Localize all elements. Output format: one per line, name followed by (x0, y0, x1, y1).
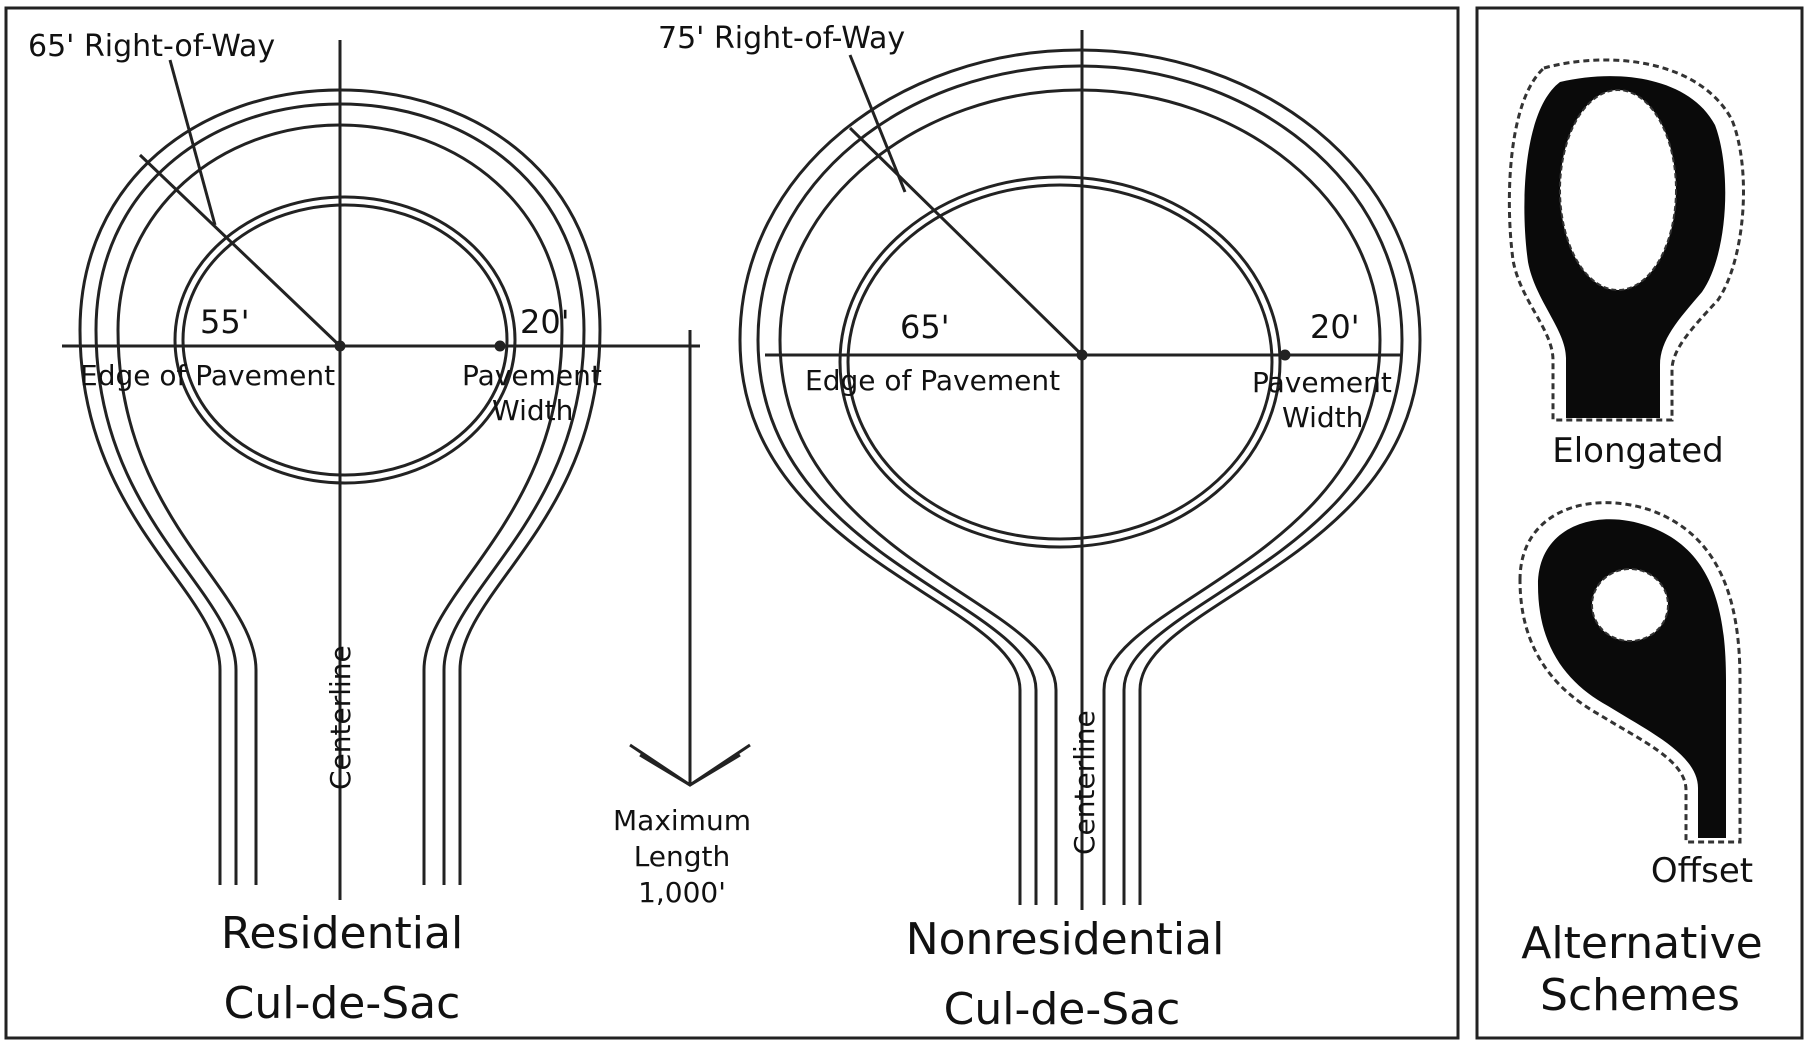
alternatives-title-2: Schemes (1540, 970, 1740, 1021)
offset-label: Offset (1651, 851, 1753, 891)
nonresidential-pavement-label-2: Width (1282, 401, 1363, 434)
residential-radius-label: 55' (200, 303, 250, 341)
nonresidential-radius-label: 65' (900, 308, 950, 346)
nonresidential-title-1: Nonresidential (906, 914, 1225, 965)
offset-scheme-shape (1518, 501, 1742, 844)
max-length-line-2: Length (634, 840, 731, 873)
nonresidential-cul-de-sac (738, 30, 1422, 910)
residential-width-label: 20' (520, 303, 570, 341)
nonresidential-edge-label: Edge of Pavement (805, 364, 1060, 397)
nonresidential-edge-of-pavement-outer (778, 88, 1382, 905)
main-panel-frame (4, 6, 1460, 1040)
elongated-scheme-shape (1507, 58, 1745, 422)
nonresidential-width-label: 20' (1310, 308, 1360, 346)
nonresidential-island (838, 175, 1282, 549)
residential-pavement-label-2: Width (492, 394, 573, 427)
nonresidential-pavement-label-1: Pavement (1252, 366, 1392, 399)
nonresidential-right-of-way-outer (738, 48, 1422, 905)
residential-centerline-label: Centerline (324, 645, 357, 790)
residential-title-1: Residential (221, 908, 463, 959)
nonresidential-row-label: 75' Right-of-Way (658, 21, 905, 56)
nonresidential-row-leader (848, 54, 907, 193)
max-length-arrow (629, 330, 751, 787)
max-length-line-3: 1,000' (638, 876, 726, 909)
residential-cul-de-sac (62, 40, 700, 900)
nonresidential-title-2: Cul-de-Sac (944, 984, 1181, 1035)
residential-pavement-label-1: Pavement (462, 359, 602, 392)
max-length-line-1: Maximum (613, 804, 751, 837)
alternatives-title-1: Alternative (1521, 918, 1762, 969)
residential-row-leader (168, 59, 217, 226)
residential-row-label: 65' Right-of-Way (28, 29, 275, 64)
elongated-label: Elongated (1552, 431, 1724, 471)
nonresidential-centerline-label: Centerline (1068, 710, 1101, 855)
alternatives-panel-frame (1475, 6, 1804, 1040)
residential-edge-label: Edge of Pavement (80, 359, 335, 392)
residential-title-2: Cul-de-Sac (224, 978, 461, 1029)
residential-island (173, 195, 517, 485)
nonresidential-right-of-way-inner (756, 64, 1404, 905)
nonresidential-radius-line (848, 126, 1084, 357)
residential-radius-line (138, 153, 342, 348)
